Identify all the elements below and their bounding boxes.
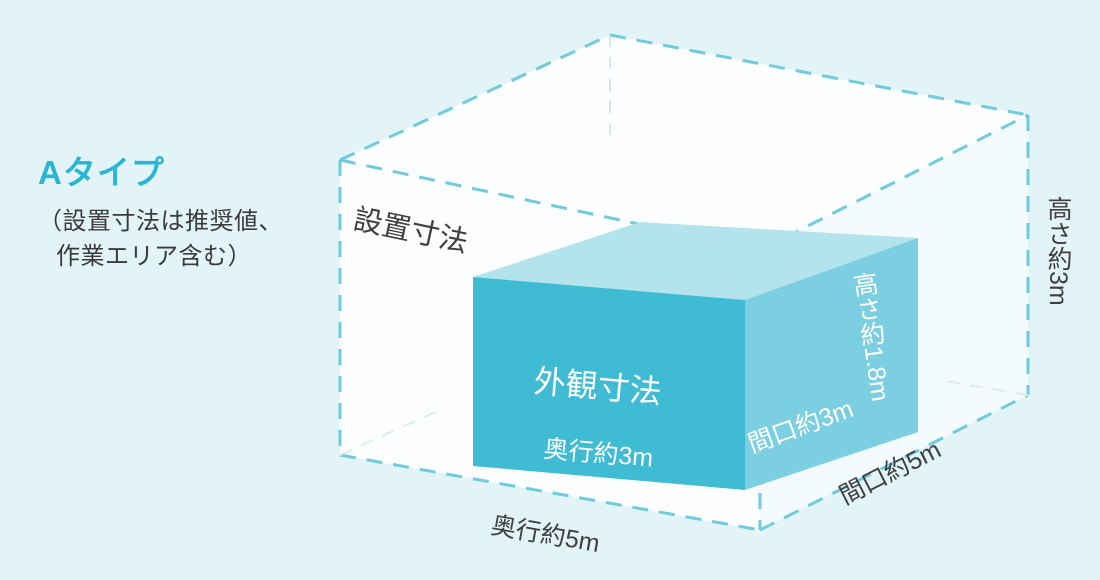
inner-box-face-top (473, 222, 918, 300)
legend-note-line-1: （設置寸法は推奨値、 (38, 208, 283, 236)
outer-volume-depth-label: 奥行約5m (489, 511, 602, 558)
outer-edge-bottom-back-left (339, 409, 441, 456)
legend-note: （設置寸法は推奨値、 作業エリア含む） (38, 205, 338, 275)
outer-edge-bottom-front-left (339, 453, 761, 532)
outer-edge-top-back-left (339, 33, 611, 162)
legend: Aタイプ （設置寸法は推奨値、 作業エリア含む） (38, 154, 338, 275)
outer-edge-bottom-front-right (759, 393, 1029, 532)
outer-edge-top-front-right (759, 113, 1029, 252)
inner-box-face-right (745, 238, 918, 490)
page-title: Aタイプ (38, 154, 165, 191)
outer-volume-height-label: 高さ約3m (1044, 196, 1073, 306)
inner-box-solid (473, 222, 918, 490)
outer-edge-bottom-back-right (939, 379, 1029, 396)
inner-box-face-left (473, 277, 745, 490)
legend-note-line-2: 作業エリア含む） (56, 243, 252, 271)
outer-edge-top-back-right (609, 33, 1029, 117)
